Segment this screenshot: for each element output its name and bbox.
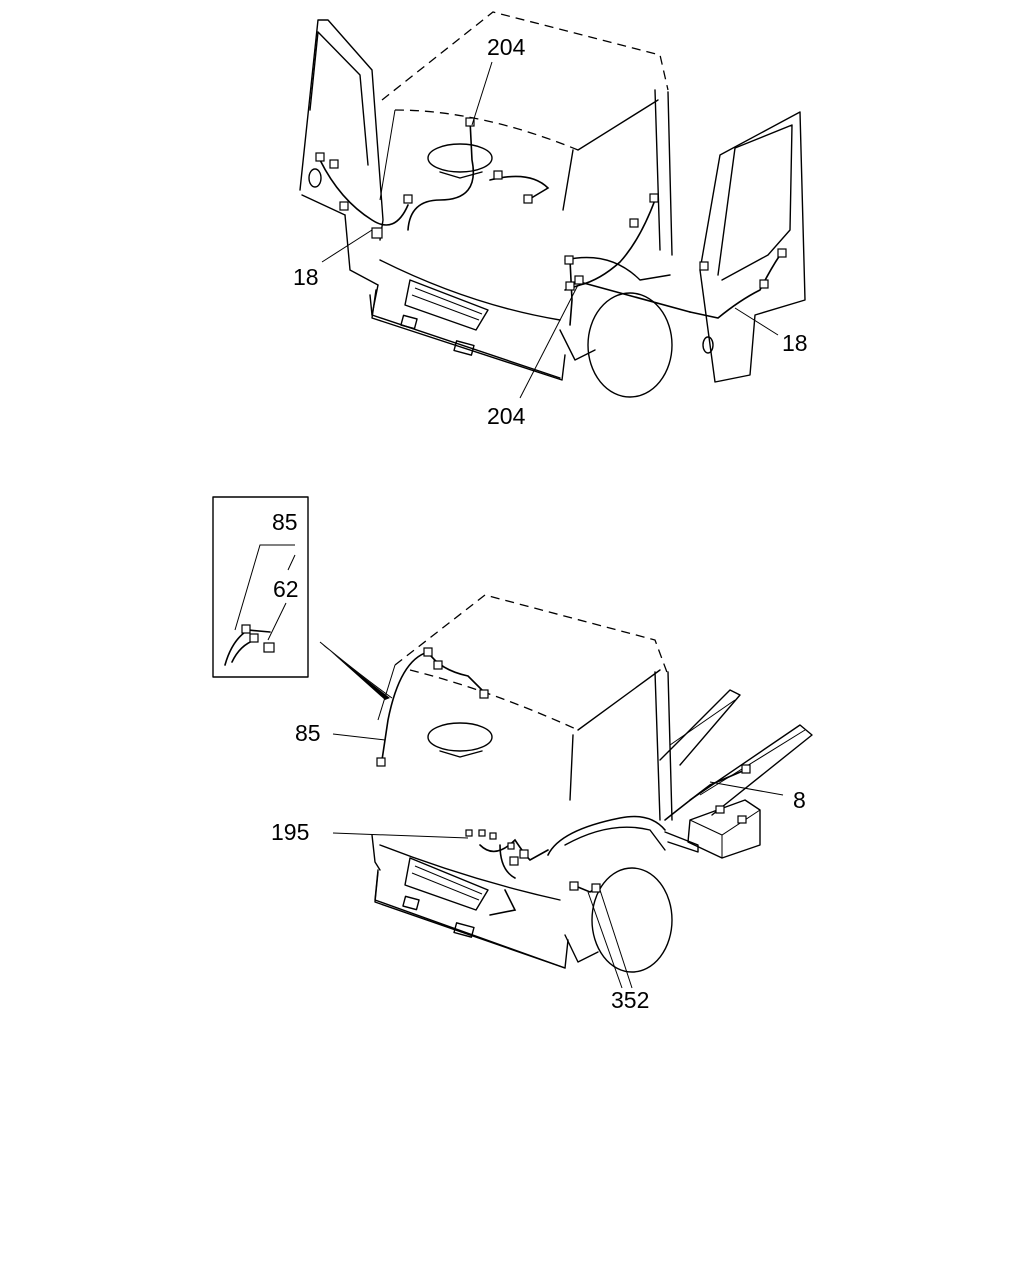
callout-195: 195	[271, 819, 309, 845]
callout-352: 352	[611, 987, 649, 1013]
detail-inset	[212, 496, 393, 700]
top-leader-lines	[321, 61, 779, 399]
top-cab-illustration	[299, 11, 806, 398]
bottom-cab-illustration	[371, 594, 813, 973]
callout-85: 85	[295, 720, 321, 746]
callout-204-upper: 204	[487, 34, 526, 60]
inset-callout-85: 85	[272, 509, 298, 535]
bottom-leader-lines	[332, 733, 784, 989]
callout-204-lower: 204	[487, 403, 526, 429]
callout-18-right: 18	[782, 330, 808, 356]
callout-8: 8	[793, 787, 806, 813]
inset-callout-62: 62	[273, 576, 299, 602]
callout-18-left: 18	[293, 264, 319, 290]
